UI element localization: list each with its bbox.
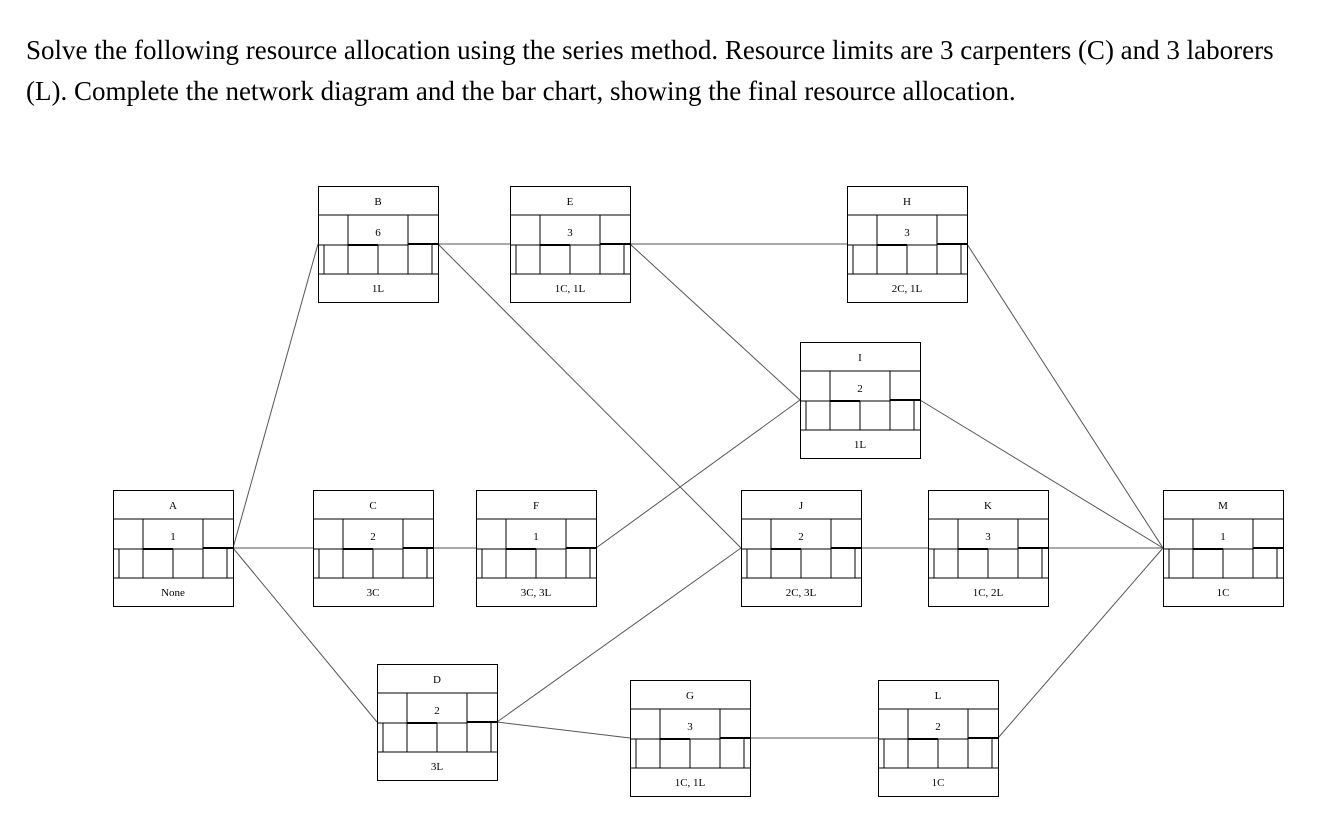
activity-duration: 2 <box>370 531 376 543</box>
activity-e: E 3 1C, 1L <box>510 186 631 303</box>
activity-duration: 2 <box>434 705 440 717</box>
activity-resources: 1L <box>372 283 385 295</box>
activity-duration: 3 <box>687 721 693 733</box>
activity-resources: 3C, 3L <box>521 587 552 599</box>
activity-c: C 2 3C <box>313 490 434 607</box>
activity-j: J 2 2C, 3L <box>741 490 862 607</box>
activity-l: L 2 1C <box>878 680 999 797</box>
activity-name: L <box>935 690 942 702</box>
activity-name: J <box>799 500 804 512</box>
activity-name: A <box>169 500 177 512</box>
activity-resources: 1L <box>854 439 867 451</box>
activity-name: G <box>686 690 694 702</box>
activity-duration: 2 <box>857 383 863 395</box>
activity-m: M 1 1C <box>1163 490 1284 607</box>
activity-resources: 3L <box>431 761 444 773</box>
link-a-d <box>232 547 378 723</box>
problem-statement: Solve the following resource allocation … <box>26 35 1274 106</box>
activity-name: I <box>858 352 862 364</box>
activity-duration: 2 <box>798 531 804 543</box>
activity-g: G 3 1C, 1L <box>630 680 751 797</box>
activity-resources: 1C, 1L <box>675 777 706 789</box>
activity-duration: 2 <box>935 721 941 733</box>
activity-name: F <box>533 500 539 512</box>
activity-resources: 1C <box>932 777 945 789</box>
activity-i: I 2 1L <box>800 342 921 459</box>
link-i-m <box>919 399 1164 549</box>
activity-d: D 2 3L <box>377 664 498 781</box>
activity-name: C <box>369 500 376 512</box>
activity-name: D <box>433 674 441 686</box>
link-f-i <box>595 399 801 549</box>
link-h-m <box>966 243 1164 549</box>
dependency-links <box>232 243 1164 739</box>
activity-duration: 3 <box>567 227 573 239</box>
activity-resources: 1C, 2L <box>973 587 1004 599</box>
activity-resources: None <box>161 587 185 599</box>
activity-duration: 1 <box>533 531 539 543</box>
activity-name: H <box>903 196 911 208</box>
activity-k: K 3 1C, 2L <box>928 490 1049 607</box>
link-d-g <box>496 721 631 739</box>
activity-name: M <box>1218 500 1228 512</box>
activity-resources: 3C <box>367 587 380 599</box>
activity-resources: 1C <box>1217 587 1230 599</box>
activity-name: E <box>567 196 574 208</box>
link-e-i <box>629 243 801 401</box>
activity-b: B 6 1L <box>318 186 439 303</box>
activity-name: K <box>984 500 992 512</box>
activity-resources: 1C, 1L <box>555 283 586 295</box>
activity-duration: 1 <box>170 531 176 543</box>
link-a-b <box>232 243 319 549</box>
link-l-m <box>997 547 1164 739</box>
activity-resources: 2C, 3L <box>786 587 817 599</box>
activity-duration: 6 <box>375 227 381 239</box>
activity-duration: 3 <box>904 227 910 239</box>
activity-duration: 1 <box>1220 531 1226 543</box>
link-b-j <box>437 243 742 549</box>
activity-h: H 3 2C, 1L <box>847 186 968 303</box>
activity-name: B <box>374 196 381 208</box>
activity-resources: 2C, 1L <box>892 283 923 295</box>
activity-f: F 1 3C, 3L <box>476 490 597 607</box>
link-d-j <box>496 547 742 723</box>
activity-duration: 3 <box>985 531 991 543</box>
